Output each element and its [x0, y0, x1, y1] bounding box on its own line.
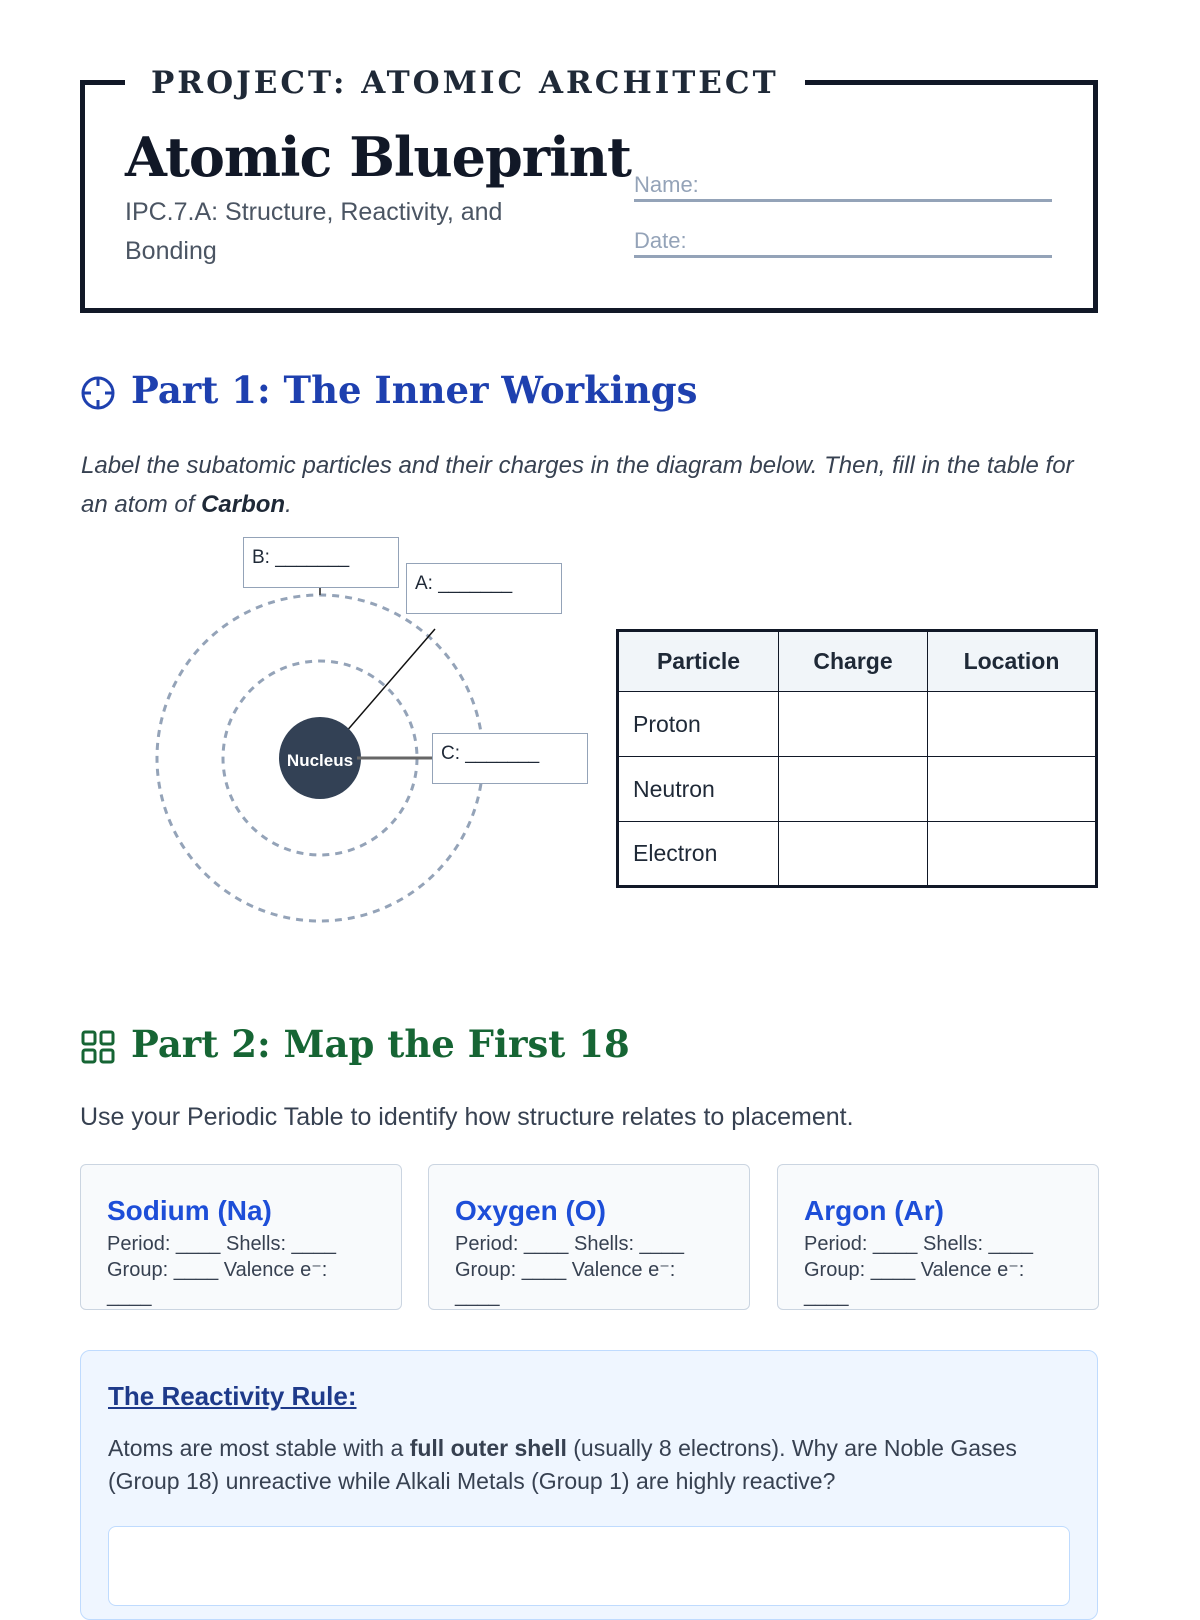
table-row: Neutron: [617, 756, 1097, 822]
card-line[interactable]: Group: ____ Valence e⁻: ____: [455, 1259, 676, 1307]
part1-heading: Part 1: The Inner Workings: [131, 368, 698, 412]
nucleus-label: Nucleus: [287, 751, 353, 770]
page-title: Atomic Blueprint: [125, 125, 632, 189]
card-title: Sodium (Na): [107, 1195, 272, 1226]
element-card-oxygen: Oxygen (O) Period: ____ Shells: ____ Group…: [428, 1164, 750, 1310]
table-row: Proton: [617, 691, 1097, 757]
project-label: PROJECT: ATOMIC ARCHITECT: [125, 62, 805, 104]
card-title: Oxygen (O): [455, 1195, 606, 1226]
particle-cell: Electron: [617, 821, 779, 887]
card-line[interactable]: Group: ____ Valence e⁻: ____: [804, 1259, 1025, 1307]
col-charge: Charge: [778, 630, 928, 692]
location-cell[interactable]: [927, 691, 1097, 757]
card-line[interactable]: Period: ____ Shells: ____: [804, 1233, 1034, 1255]
particle-cell: Neutron: [617, 756, 779, 822]
crosshair-icon: [81, 376, 115, 410]
label-b-box[interactable]: B: _______: [243, 537, 399, 588]
particle-cell: Proton: [617, 691, 779, 757]
name-field[interactable]: Name:: [634, 172, 1052, 202]
reactivity-question: Atoms are most stable with a full outer …: [108, 1435, 1017, 1494]
col-location: Location: [927, 630, 1097, 692]
card-title: Argon (Ar): [804, 1195, 944, 1226]
pointer-a: [344, 628, 436, 734]
element-card-argon: Argon (Ar) Period: ____ Shells: ____ Group…: [777, 1164, 1099, 1310]
card-line[interactable]: Period: ____ Shells: ____: [455, 1233, 685, 1255]
answer-area[interactable]: [108, 1526, 1070, 1606]
label-a-box[interactable]: A: _______: [406, 563, 562, 614]
card-line[interactable]: Group: ____ Valence e⁻: ____: [107, 1259, 328, 1307]
part1-instructions: Label the subatomic particles and their …: [81, 452, 1074, 518]
col-particle: Particle: [617, 630, 779, 692]
part2-instructions: Use your Periodic Table to identify how …: [80, 1103, 854, 1131]
charge-cell[interactable]: [778, 756, 928, 822]
date-field[interactable]: Date:: [634, 228, 1052, 258]
atom-diagram: Nucleus: [155, 587, 485, 923]
label-c-box[interactable]: C: _______: [432, 733, 588, 784]
charge-cell[interactable]: [778, 691, 928, 757]
reactivity-box: The Reactivity Rule: Atoms are most stab…: [80, 1350, 1098, 1620]
date-label: Date:: [634, 228, 687, 253]
reactivity-title: The Reactivity Rule:: [108, 1381, 357, 1411]
charge-cell[interactable]: [778, 821, 928, 887]
element-card-sodium: Sodium (Na) Period: ____ Shells: ____ Grou…: [80, 1164, 402, 1310]
name-label: Name:: [634, 172, 699, 197]
nucleus: [279, 717, 361, 799]
part2-heading: Part 2: Map the First 18: [131, 1022, 630, 1066]
location-cell[interactable]: [927, 821, 1097, 887]
grid-icon: [81, 1030, 115, 1064]
table-row: Electron: [617, 821, 1097, 887]
card-line[interactable]: Period: ____ Shells: ____: [107, 1233, 337, 1255]
subtitle: IPC.7.A: Structure, Reactivity, and Bond…: [125, 198, 503, 265]
location-cell[interactable]: [927, 756, 1097, 822]
